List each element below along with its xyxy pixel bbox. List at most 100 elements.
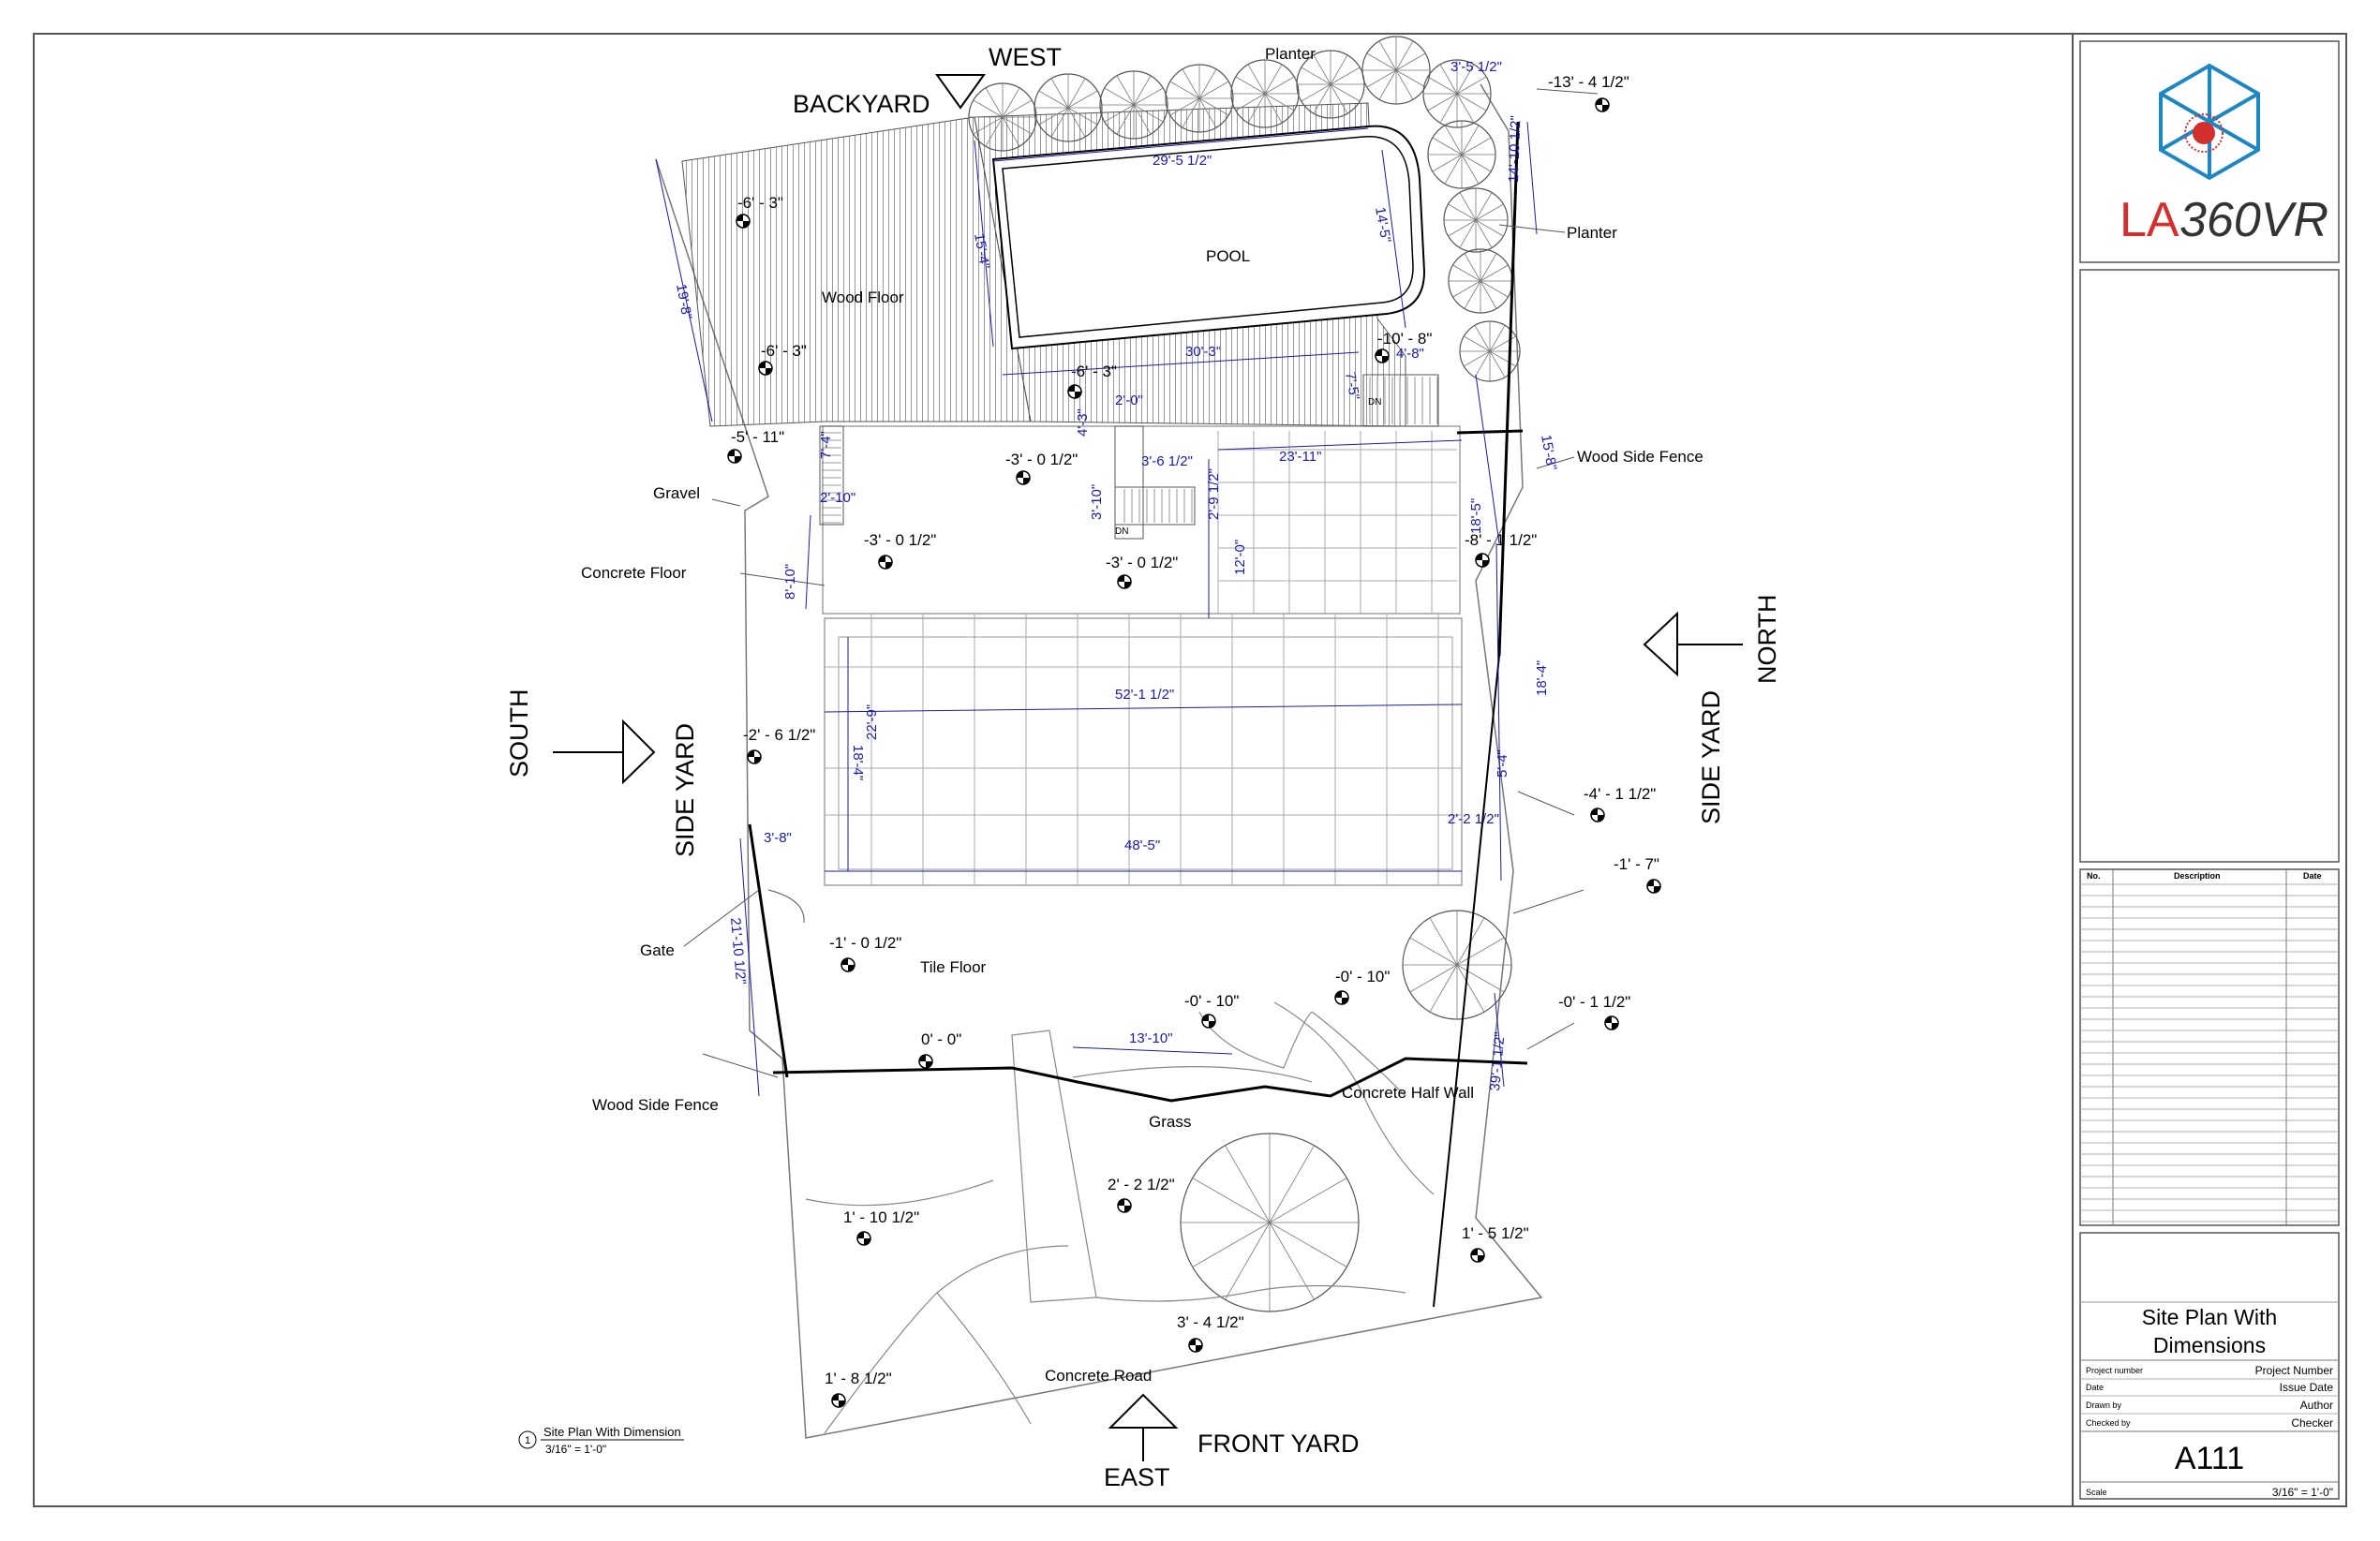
dimension-18: 18'-5"	[1468, 498, 1484, 534]
label-tile-floor: Tile Floor	[920, 958, 987, 976]
north-arrow-icon	[1643, 611, 1678, 677]
label-planter-right: Planter	[1567, 224, 1617, 242]
label-wood-floor: Wood Floor	[822, 289, 904, 306]
dimension-13: 23'-11"	[1279, 449, 1321, 465]
dimension-21: 15'-8"	[1538, 434, 1559, 472]
east-arrow-icon	[1108, 1393, 1179, 1429]
elevation-19: 2' - 2 1/2"	[1108, 1176, 1175, 1193]
dimension-27: 2'-2 1/2"	[1448, 811, 1499, 827]
wood-side-fence-right	[1497, 121, 1520, 657]
la360vr-logo	[2159, 63, 2260, 181]
label-north: NORTH	[1753, 594, 1781, 684]
elevation-12: -4' - 1 1/2"	[1584, 785, 1656, 803]
dimension-14: 7'-4"	[818, 431, 834, 459]
label-wood-side-fence-right: Wood Side Fence	[1577, 448, 1703, 466]
dimension-22: 18'-4"	[1534, 660, 1550, 696]
tb-drawn-by-value: Author	[2300, 1399, 2333, 1412]
label-wood-side-fence-left: Wood Side Fence	[592, 1096, 719, 1114]
sheet-info-box	[2079, 1232, 2340, 1500]
south-arrow-icon	[622, 719, 656, 785]
elevation-10: -8' - 1 1/2"	[1465, 531, 1537, 549]
elevation-7: -3' - 0 1/2"	[1005, 451, 1078, 468]
pool	[991, 125, 1426, 350]
rev-description-header: Description	[2174, 871, 2221, 881]
elevation-2: -6' - 3"	[737, 194, 783, 212]
rev-no-header: No.	[2087, 871, 2101, 881]
dimension-19: 12'-0"	[1232, 540, 1248, 575]
sheet-title-line2: Dimensions	[2153, 1333, 2266, 1357]
elevation-21: 1' - 5 1/2"	[1462, 1224, 1529, 1242]
label-dn-1: DN	[1368, 397, 1381, 407]
dimension-24: 18'-4"	[850, 745, 866, 780]
label-dn-2: DN	[1115, 526, 1128, 537]
dimension-6: 3'-5 1/2"	[1450, 59, 1502, 75]
elevation-1: -13' - 4 1/2"	[1548, 73, 1629, 91]
label-east: EAST	[1104, 1463, 1170, 1491]
dimension-4: 30'-3"	[1185, 344, 1221, 360]
label-gate: Gate	[640, 941, 675, 959]
elevation-14: -1' - 0 1/2"	[829, 934, 901, 952]
dimension-23: 52'-1 1/2"	[1115, 687, 1174, 703]
planter-trees	[968, 36, 1521, 1312]
tb-drawn-by-label: Drawn by	[2086, 1400, 2122, 1410]
label-concrete-floor: Concrete Floor	[581, 564, 687, 582]
elevation-6: -5' - 11"	[731, 428, 784, 446]
revision-table	[2079, 868, 2340, 1226]
label-backyard: BACKYARD	[793, 90, 930, 118]
tb-project-number-value: Project Number	[2255, 1364, 2333, 1377]
tb-project-number-label: Project number	[2086, 1366, 2143, 1375]
logo-eye-icon	[2193, 122, 2215, 144]
wood-floor-deck	[681, 116, 1032, 427]
dimension-1: 29'-5 1/2"	[1153, 153, 1212, 169]
dimension-29: 3'-8"	[764, 830, 792, 846]
dimension-28: 48'-5"	[1124, 837, 1160, 853]
sheet-border	[33, 33, 2347, 1507]
dimension-5: 19'-8"	[673, 283, 694, 321]
dimension-17: 2'-9 1/2"	[1206, 468, 1222, 520]
lower-yard	[805, 1001, 1435, 1434]
sheet-number: A111	[2175, 1441, 2244, 1476]
elevation-20: 1' - 10 1/2"	[843, 1208, 919, 1226]
dimension-20: 8'-10"	[782, 564, 798, 600]
dimension-3: 15'-4"	[971, 232, 992, 271]
elevation-15: -0' - 10"	[1335, 968, 1390, 985]
concrete-half-wall	[772, 1057, 1528, 1103]
dimension-2: 14'-5"	[1372, 206, 1393, 244]
property-line	[655, 83, 1543, 1439]
rev-date-header: Date	[2303, 871, 2322, 881]
elevation-9: -3' - 0 1/2"	[1106, 554, 1178, 571]
label-south-side-yard: SIDE YARD	[671, 723, 699, 857]
title-block: LA 360VR No. Description Date Site Plan …	[2079, 40, 2340, 1500]
label-grass: Grass	[1149, 1113, 1191, 1131]
dimension-15: 2'-10"	[820, 490, 855, 506]
dimension-11: 4'-3"	[1075, 408, 1091, 437]
tb-date-value: Issue Date	[2280, 1381, 2334, 1394]
elevation-22: 3' - 4 1/2"	[1177, 1313, 1244, 1331]
dimension-30: 21'-10 1/2"	[727, 917, 749, 985]
logo-box	[2079, 40, 2340, 263]
elevation-4: -10' - 8"	[1377, 330, 1432, 348]
logo-text-360vr: 360VR	[2179, 193, 2328, 247]
dimension-9: 7'-5"	[1342, 371, 1362, 401]
label-planter-top: Planter	[1265, 45, 1316, 63]
dimension-26: 5'-4"	[1495, 749, 1510, 778]
elevation-13: -1' - 7"	[1614, 855, 1659, 873]
tb-scale-label: Scale	[2086, 1488, 2107, 1497]
elevation-11: -2' - 6 1/2"	[743, 726, 815, 744]
label-pool: POOL	[1206, 247, 1250, 265]
label-concrete-road: Concrete Road	[1045, 1367, 1152, 1385]
view-tag-icon	[518, 1430, 537, 1449]
leader-lines	[683, 88, 1599, 1078]
tb-scale-value: 3/16" = 1'-0"	[2272, 1486, 2333, 1499]
elevation-23: 1' - 8 1/2"	[825, 1370, 892, 1387]
stairs	[819, 374, 1439, 540]
dimension-25: 22'-9"	[864, 704, 880, 740]
view-tag-number: 1	[525, 1435, 530, 1446]
view-tag-scale: 3/16" = 1'-0"	[545, 1443, 606, 1456]
notes-box	[2079, 269, 2340, 863]
dimension-12: 3'-6 1/2"	[1141, 453, 1193, 469]
dimension-8: 4'-8"	[1396, 346, 1424, 362]
dimension-32: 39'-1 1/2"	[1487, 1031, 1508, 1091]
logo-text-la: LA	[2120, 193, 2179, 247]
